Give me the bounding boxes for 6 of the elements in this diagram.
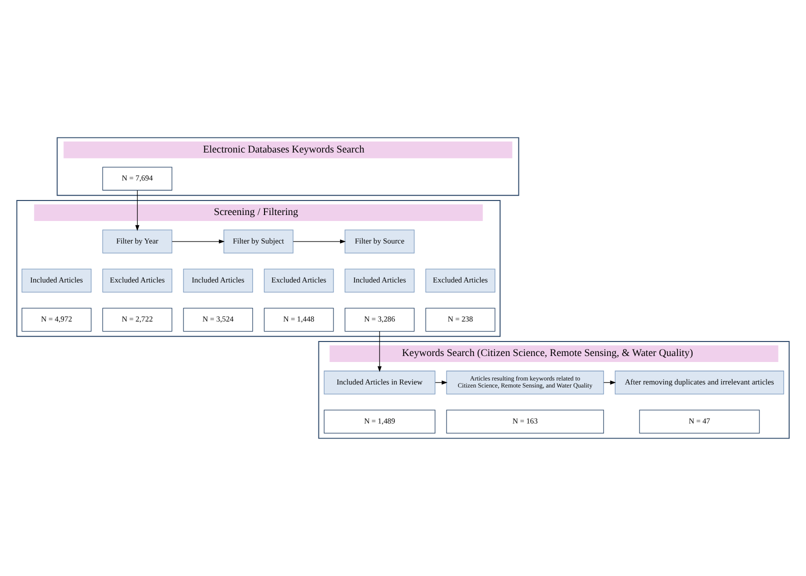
arrow (292, 240, 346, 244)
arrow (434, 380, 448, 385)
arrow (135, 190, 140, 231)
arrow (378, 331, 382, 372)
arrow (603, 380, 616, 385)
arrow (172, 240, 225, 244)
